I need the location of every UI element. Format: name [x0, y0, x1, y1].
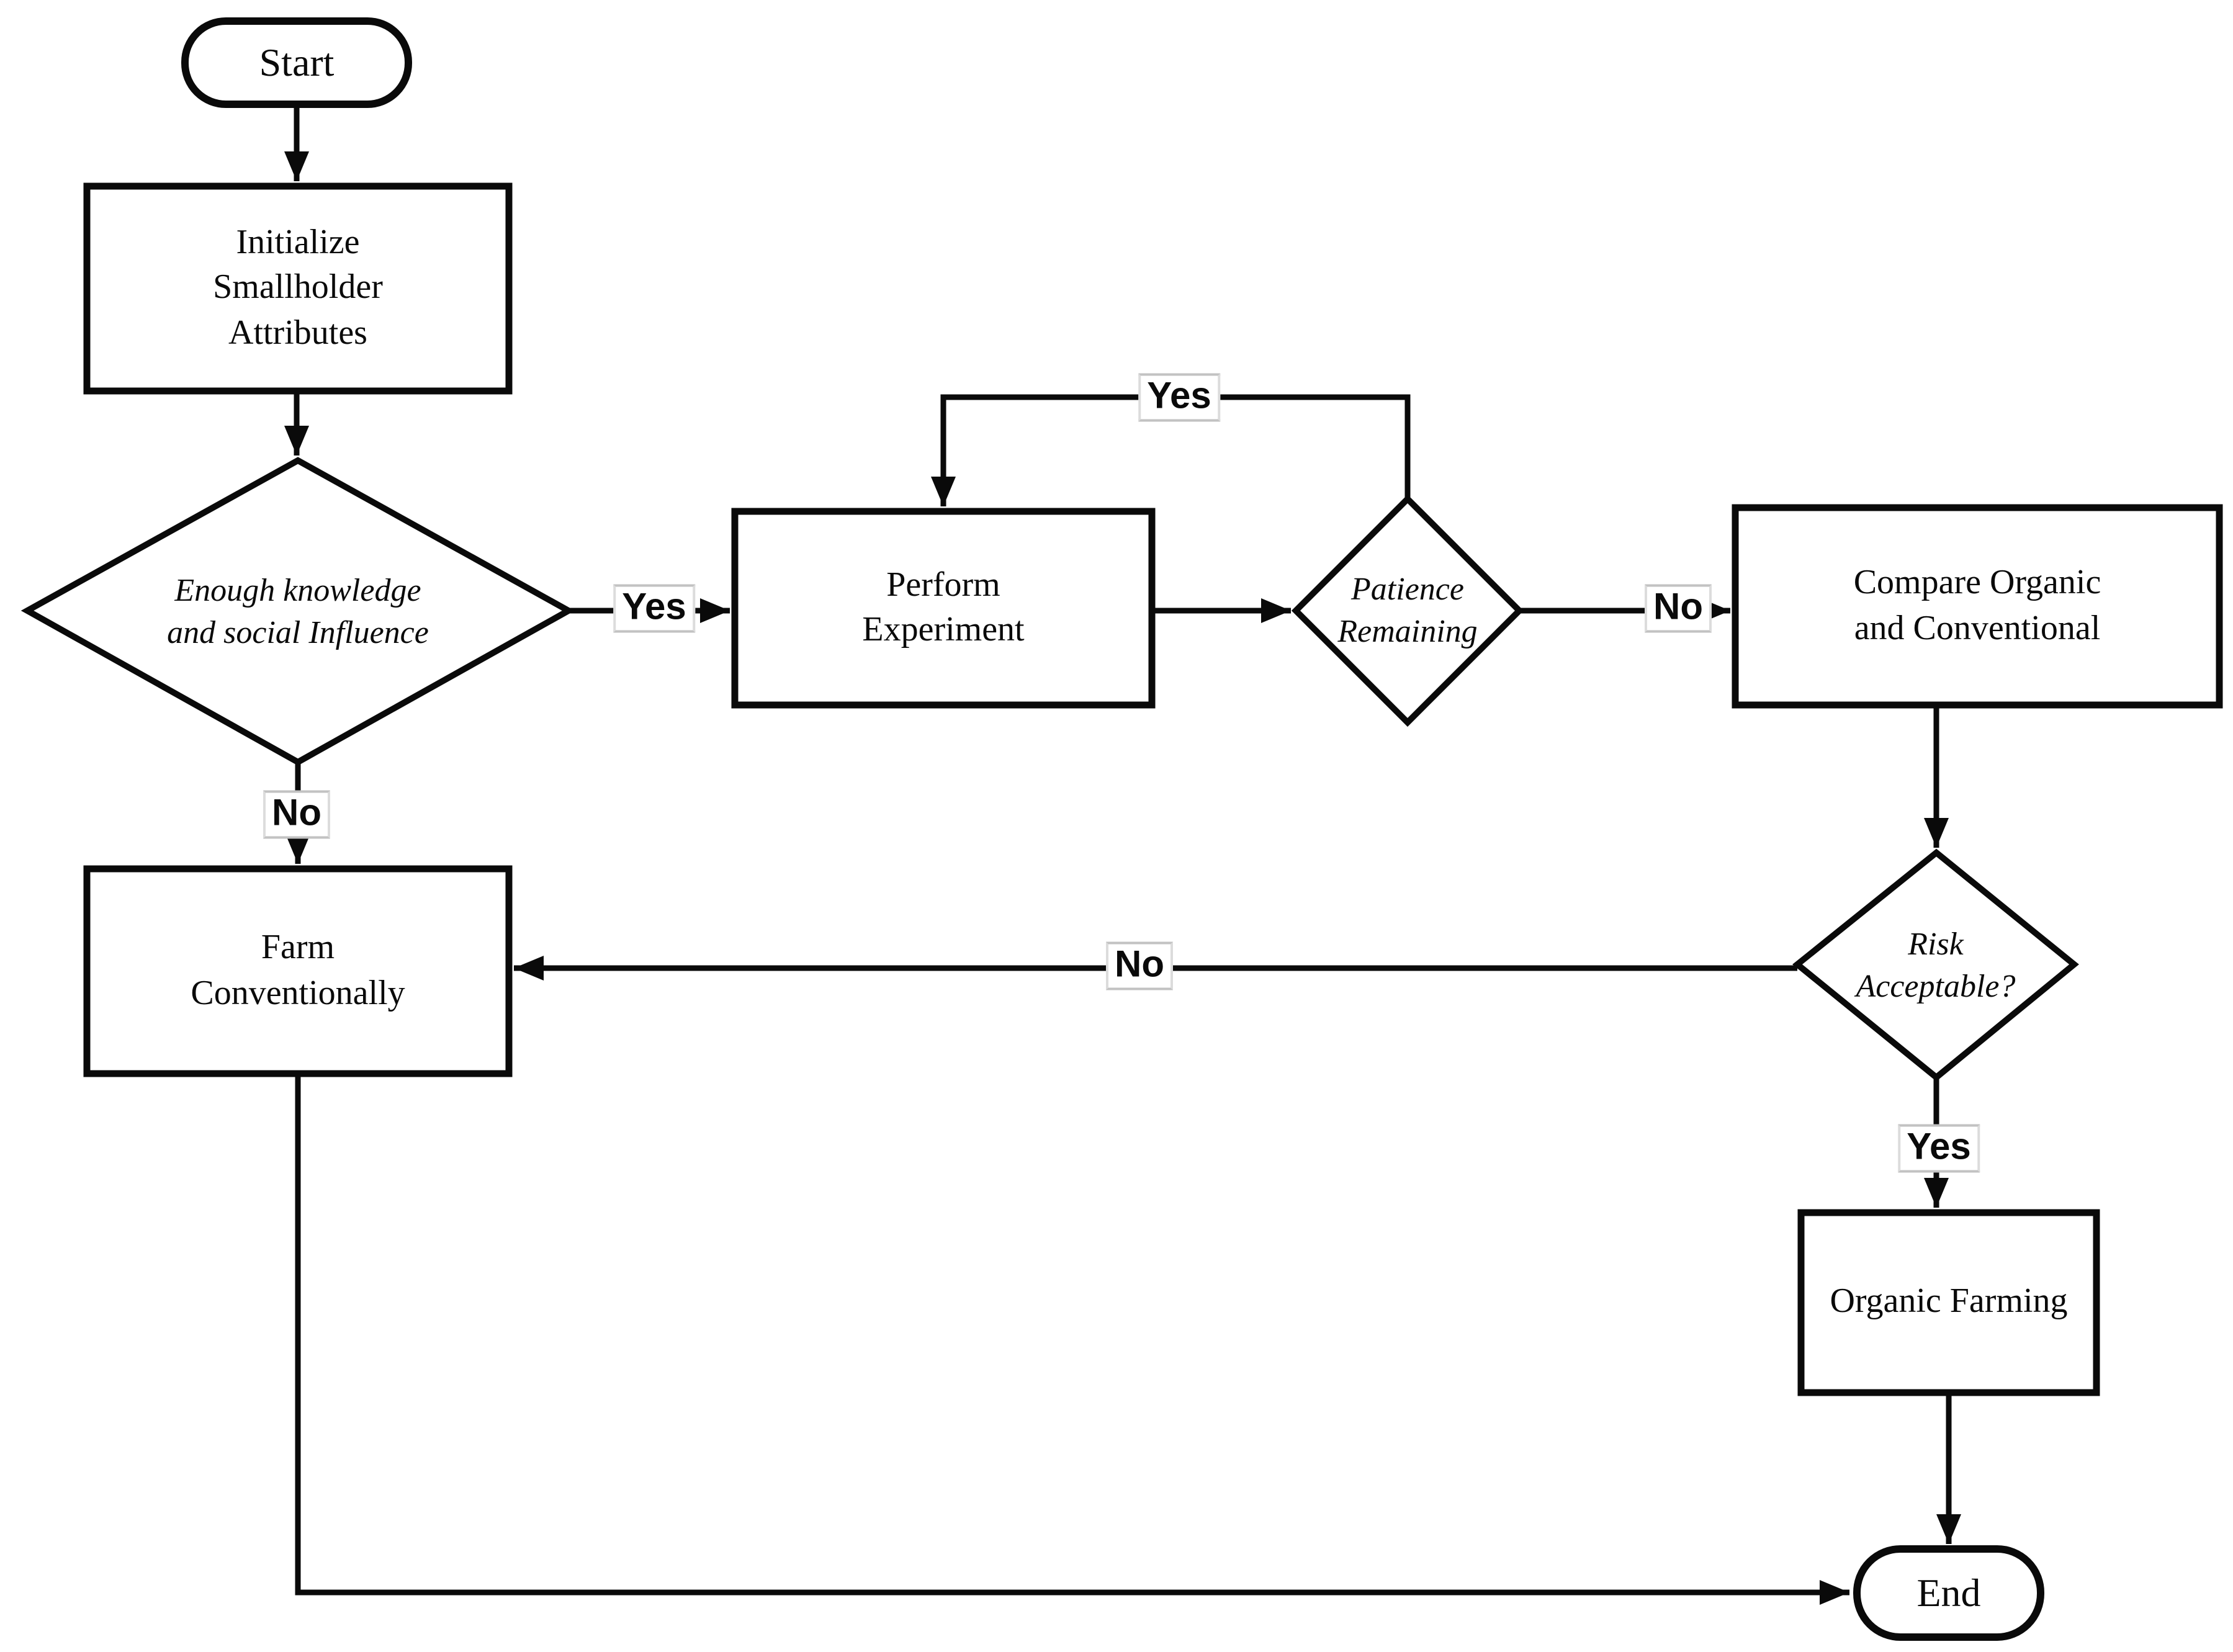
edge-label-knowledge-no: No	[263, 790, 330, 838]
farm-conventionally-process-shape	[83, 865, 513, 1077]
edge-label-patience-no: No	[1645, 584, 1712, 632]
organic-farming-process-shape	[1797, 1209, 2100, 1396]
edges	[284, 104, 1961, 1605]
perform-experiment-process-shape	[731, 508, 1156, 709]
compare-process-shape	[1732, 504, 2223, 709]
risk-decision-shape	[1792, 848, 2079, 1082]
edge-label-knowledge-yes: Yes	[613, 584, 695, 632]
initialize-process-shape	[83, 182, 513, 395]
start-terminator-shape	[181, 17, 412, 108]
end-terminator-shape	[1853, 1545, 2044, 1641]
knowledge-decision-shape	[20, 457, 575, 766]
patience-decision-shape	[1291, 494, 1524, 727]
edge-label-risk-yes: Yes	[1898, 1124, 1980, 1172]
edge-label-risk-no: No	[1106, 941, 1173, 990]
edge-label-patience-loop-yes: Yes	[1138, 373, 1220, 421]
node-shapes	[20, 17, 2223, 1641]
edge-farm-end	[295, 1074, 1849, 1605]
